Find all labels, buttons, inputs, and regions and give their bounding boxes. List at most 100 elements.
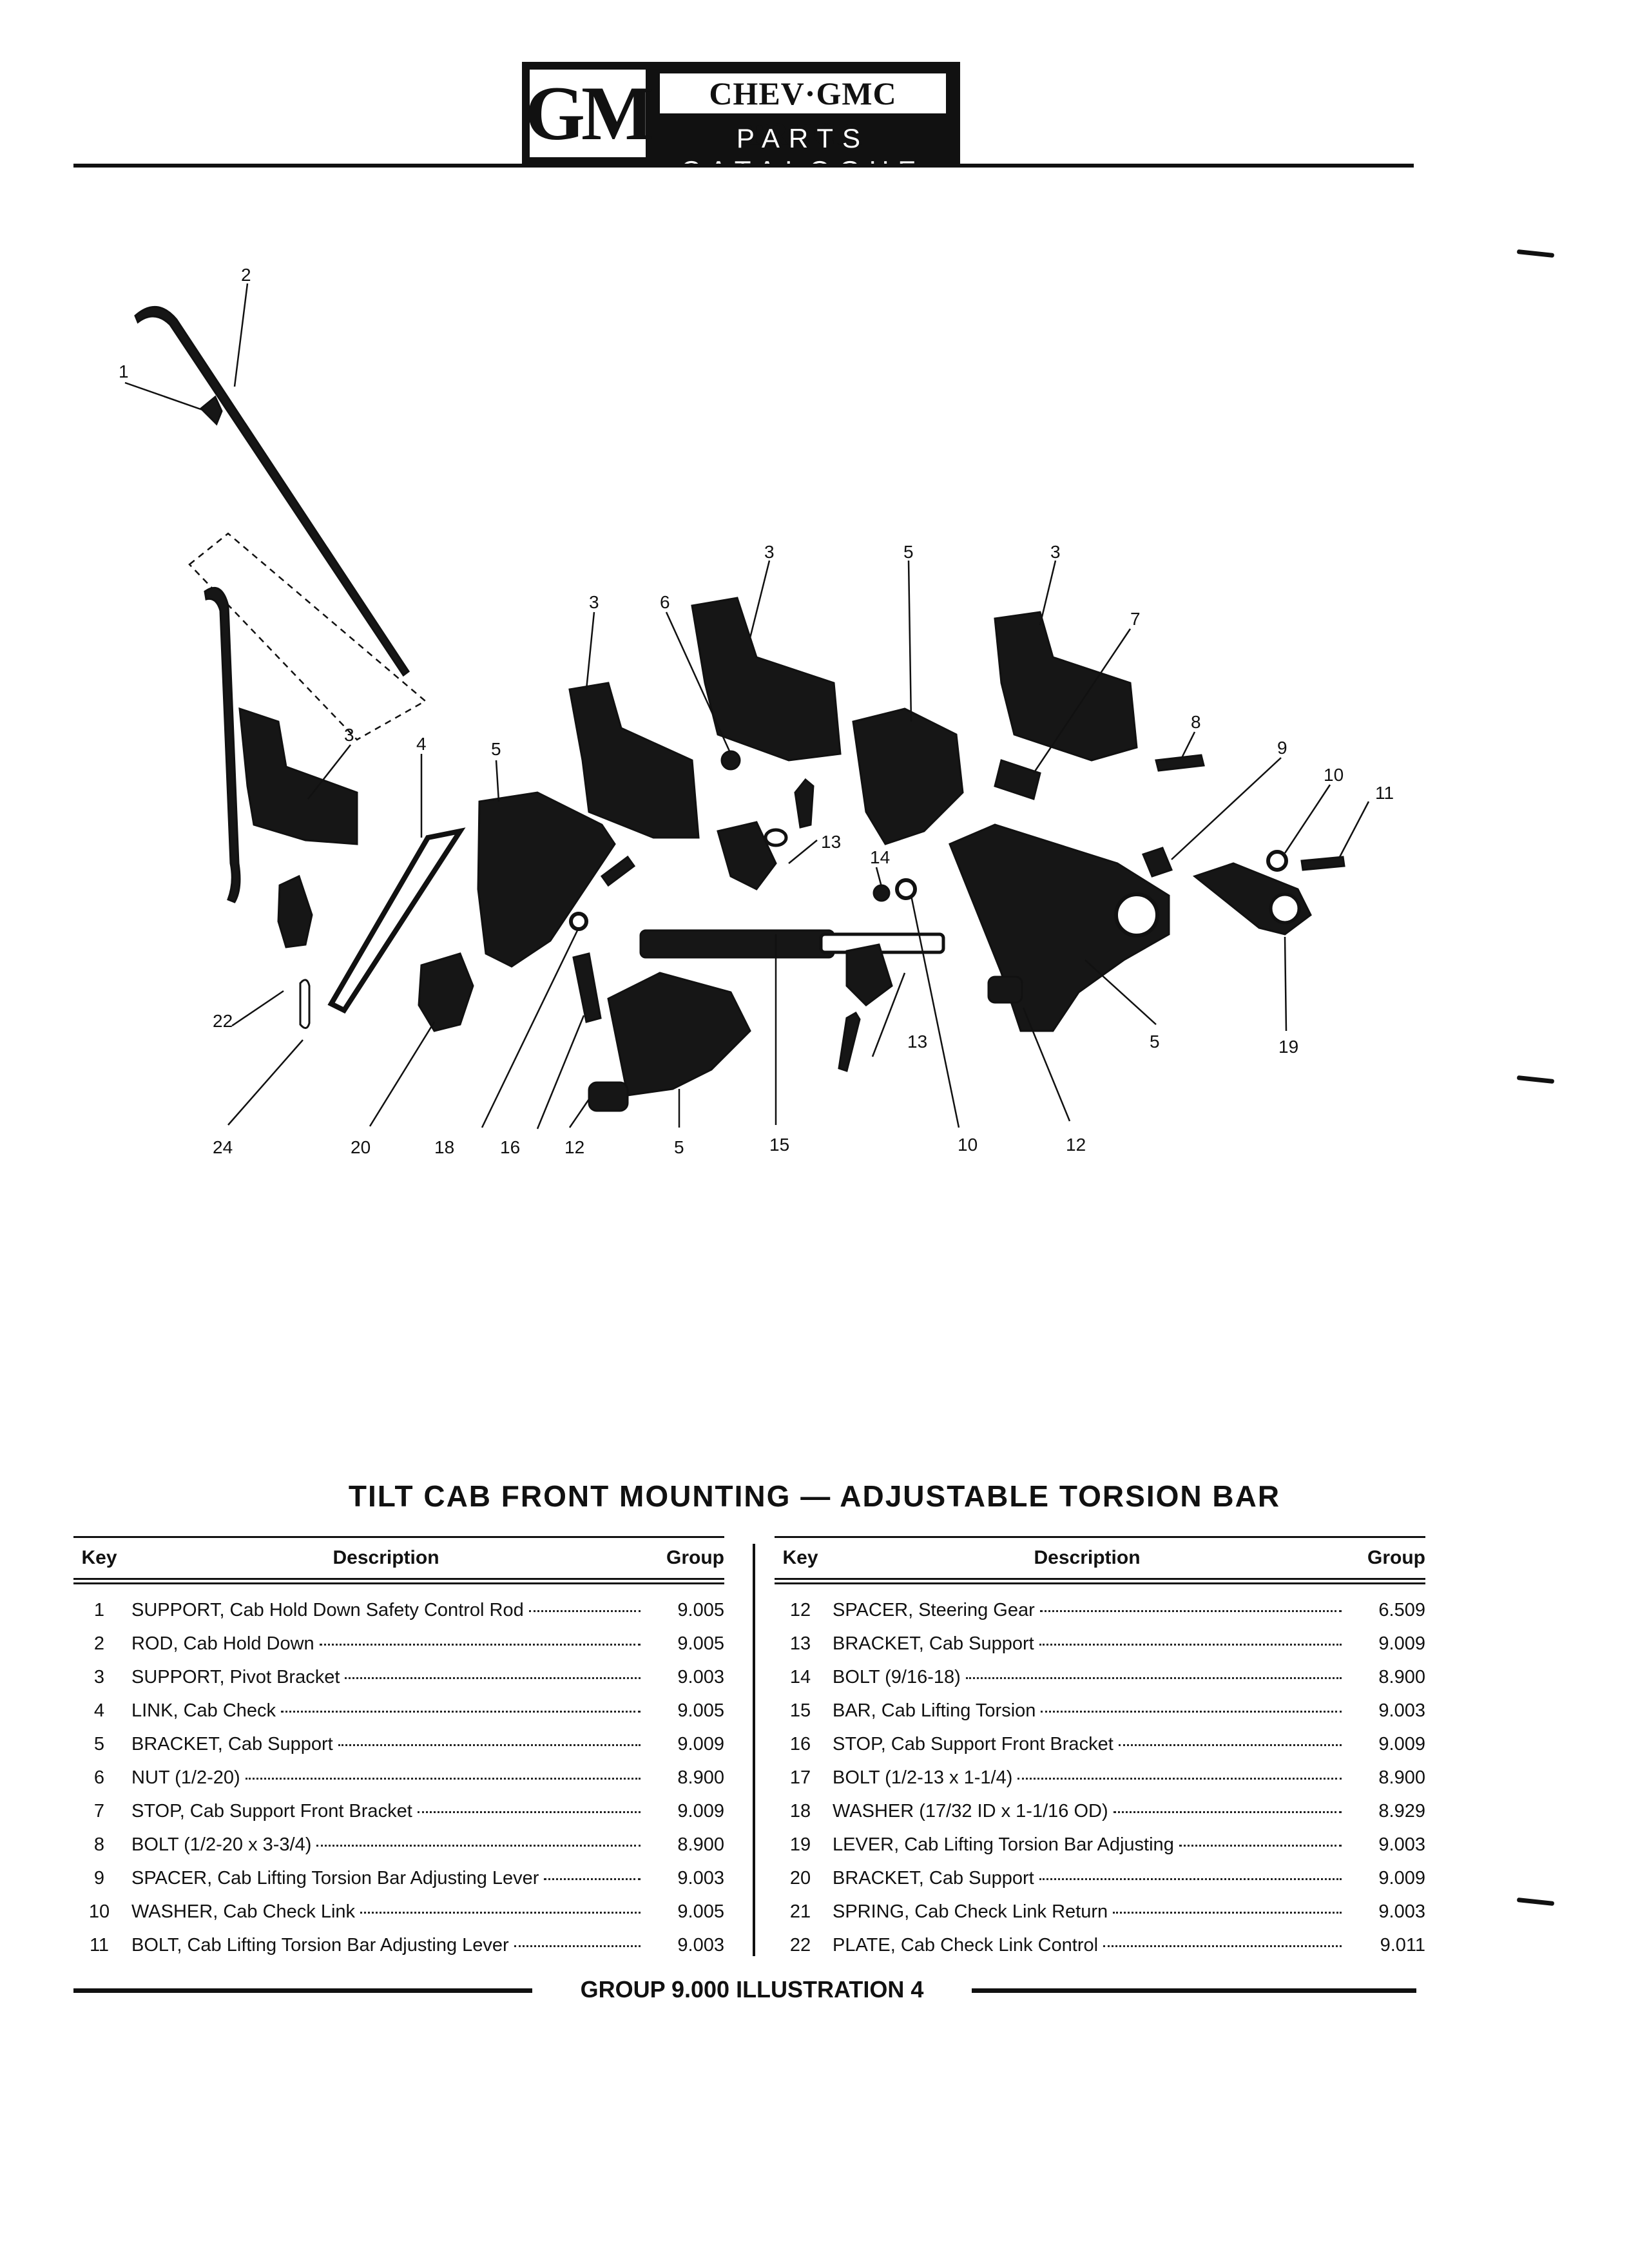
pivot-bracket-left [238, 707, 358, 845]
brand-block: CHEV·GMC TRUCK PARTS CATALOGUE [646, 62, 960, 186]
header-group: Group [1367, 1547, 1425, 1568]
callout-24: 24 [213, 1137, 233, 1157]
part-group: 9.005 [677, 1700, 724, 1721]
callout-2: 2 [241, 265, 251, 285]
rod-support [199, 395, 223, 426]
callout-15: 15 [769, 1135, 789, 1155]
part-key: 21 [789, 1901, 811, 1922]
bolt-13-top [794, 778, 815, 829]
part-description: BRACKET, Cab Support [833, 1633, 1348, 1655]
part-description-cell: NUT (1/2-20) [125, 1767, 647, 1789]
washer-13-top [764, 828, 788, 847]
part-description-cell: LINK, Cab Check [125, 1700, 647, 1722]
part-description-cell: SPRING, Cab Check Link Return [826, 1901, 1348, 1923]
brand-subtitle: PARTS CATALOGUE [680, 123, 925, 186]
callout-3: 3 [344, 725, 354, 745]
spacer-12-lower [588, 1081, 629, 1112]
callout-4: 4 [416, 734, 427, 754]
callout-13: 13 [907, 1032, 927, 1052]
part-description-cell: SPACER, Cab Lifting Torsion Bar Adjustin… [125, 1868, 647, 1889]
table-row: 19 LEVER, Cab Lifting Torsion Bar Adjusti… [775, 1828, 1425, 1861]
part-group: 8.900 [677, 1834, 724, 1855]
cab-support-bracket-lower [607, 972, 751, 1097]
part-description-cell: PLATE, Cab Check Link Control [826, 1935, 1348, 1956]
part-group: 8.929 [1378, 1800, 1425, 1821]
callout-10: 10 [958, 1135, 978, 1155]
part-group: 9.009 [677, 1800, 724, 1821]
pivot-bracket-right [994, 611, 1138, 762]
bolt-14 [872, 884, 891, 902]
parts-table-left: Key Description Group 1 SUPPORT, Cab Hold… [73, 1536, 724, 1962]
part-description: STOP, Cab Support Front Bracket [833, 1734, 1348, 1755]
stop-7 [994, 759, 1041, 800]
part-description-cell: BAR, Cab Lifting Torsion [826, 1700, 1348, 1722]
hold-down-rod [134, 306, 410, 677]
callout-3: 3 [589, 592, 599, 612]
part-description-cell: BOLT, Cab Lifting Torsion Bar Adjusting … [125, 1935, 647, 1956]
callout-5: 5 [903, 542, 914, 562]
spacer-12-right [987, 975, 1023, 1004]
header-rule [73, 164, 1414, 168]
margin-mark [1516, 249, 1555, 258]
bolt-17 [600, 855, 636, 887]
part-group: 8.900 [677, 1767, 724, 1788]
bolt-8 [1155, 754, 1205, 772]
part-description: ROD, Cab Hold Down [131, 1633, 647, 1655]
callout-7: 7 [1130, 609, 1141, 629]
torsion-bar-left [639, 929, 835, 959]
leader-lines [124, 283, 1370, 1129]
part-description: WASHER, Cab Check Link [131, 1901, 647, 1923]
header-key: Key [782, 1547, 818, 1568]
part-description: PLATE, Cab Check Link Control [833, 1935, 1348, 1956]
part-group: 9.005 [677, 1633, 724, 1654]
bolt-11 [1300, 856, 1345, 871]
table-header: Key Description Group [775, 1538, 1425, 1578]
check-link-plate [277, 874, 313, 948]
part-key: 17 [789, 1767, 811, 1788]
part-key: 18 [789, 1800, 811, 1821]
callout-9: 9 [1277, 738, 1287, 758]
return-spring [299, 979, 311, 1029]
part-group: 9.003 [1378, 1834, 1425, 1855]
callout-22: 22 [213, 1011, 233, 1031]
part-group: 9.009 [1378, 1733, 1425, 1754]
callout-19: 19 [1278, 1037, 1298, 1057]
control-rod [204, 587, 241, 903]
part-key: 19 [789, 1834, 811, 1855]
callout-12: 12 [1066, 1135, 1086, 1155]
part-key: 16 [789, 1733, 811, 1754]
bolt-13-lower [838, 1011, 861, 1072]
table-header: Key Description Group [73, 1538, 724, 1578]
part-description-cell: LEVER, Cab Lifting Torsion Bar Adjusting [826, 1834, 1348, 1856]
part-description: LEVER, Cab Lifting Torsion Bar Adjusting [833, 1834, 1348, 1856]
part-description: SUPPORT, Cab Hold Down Safety Control Ro… [131, 1600, 647, 1621]
part-group: 9.009 [1378, 1867, 1425, 1888]
part-group: 6.509 [1378, 1599, 1425, 1620]
part-key: 4 [93, 1700, 105, 1721]
nut-6 [720, 750, 741, 771]
part-description: SPACER, Steering Gear [833, 1600, 1348, 1621]
table-row: 1 SUPPORT, Cab Hold Down Safety Control R… [73, 1593, 724, 1627]
part-description-cell: ROD, Cab Hold Down [125, 1633, 647, 1655]
bracket-20 [418, 952, 474, 1032]
part-description-cell: BOLT (1/2-13 x 1-1/4) [826, 1767, 1348, 1789]
lever-bore [1269, 892, 1301, 925]
table-rule [73, 1578, 724, 1580]
part-key: 1 [93, 1599, 105, 1620]
table-rule [775, 1582, 1425, 1584]
footer-rule [73, 1988, 532, 1993]
part-description: BRACKET, Cab Support [131, 1734, 647, 1755]
header-description: Description [1034, 1547, 1141, 1568]
callout-3: 3 [1050, 542, 1061, 562]
part-description: BAR, Cab Lifting Torsion [833, 1700, 1348, 1722]
part-description: SPRING, Cab Check Link Return [833, 1901, 1348, 1923]
